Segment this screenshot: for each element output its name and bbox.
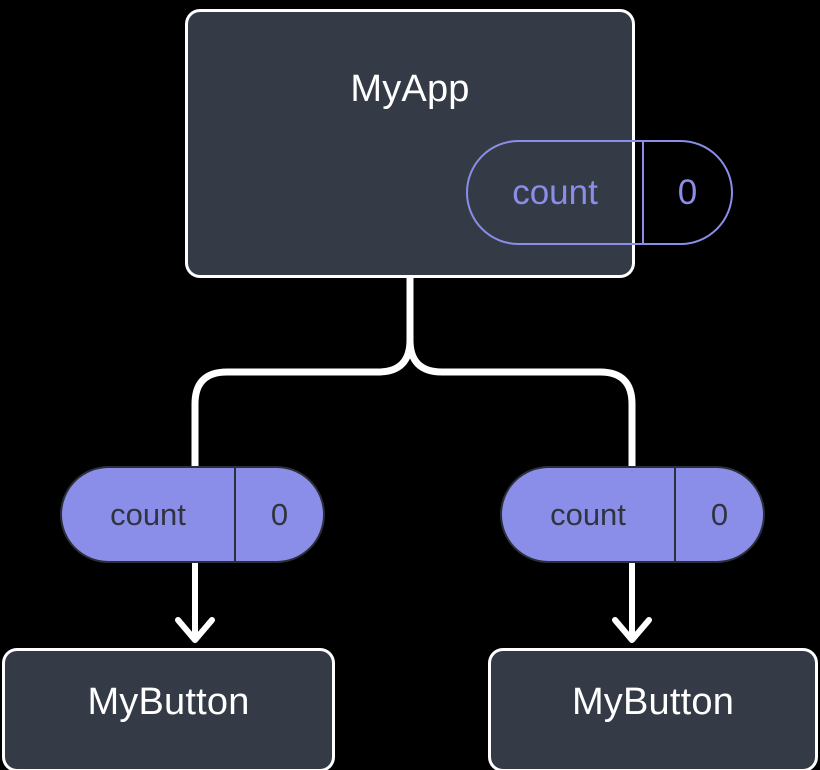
state-pill-left-key: count bbox=[110, 496, 186, 532]
node-mybutton-right-label: MyButton bbox=[571, 681, 735, 723]
fork-connector bbox=[191, 271, 414, 470]
node-myapp[interactable]: MyApp count 0 bbox=[188, 12, 733, 275]
node-mybutton-left-label: MyButton bbox=[87, 681, 250, 723]
state-pill-myapp[interactable]: count 0 bbox=[466, 140, 733, 245]
arrow-head-right bbox=[612, 617, 652, 643]
state-pill-right-key: count bbox=[550, 496, 626, 532]
fork-connector-right bbox=[406, 271, 636, 470]
node-mybutton-left[interactable]: MyButton bbox=[5, 651, 332, 769]
node-myapp-label: MyApp bbox=[350, 68, 470, 110]
node-mybutton-right[interactable]: MyButton bbox=[491, 651, 815, 769]
state-pill-myapp-key: count bbox=[468, 142, 644, 243]
state-pill-left[interactable]: count 0 bbox=[60, 466, 325, 563]
state-pill-right[interactable]: count 0 bbox=[500, 466, 765, 563]
state-pill-right-value: 0 bbox=[674, 468, 763, 561]
state-pill-left-value: 0 bbox=[234, 468, 323, 561]
state-pill-myapp-value: 0 bbox=[677, 172, 698, 212]
arrow-head-left bbox=[175, 617, 215, 643]
